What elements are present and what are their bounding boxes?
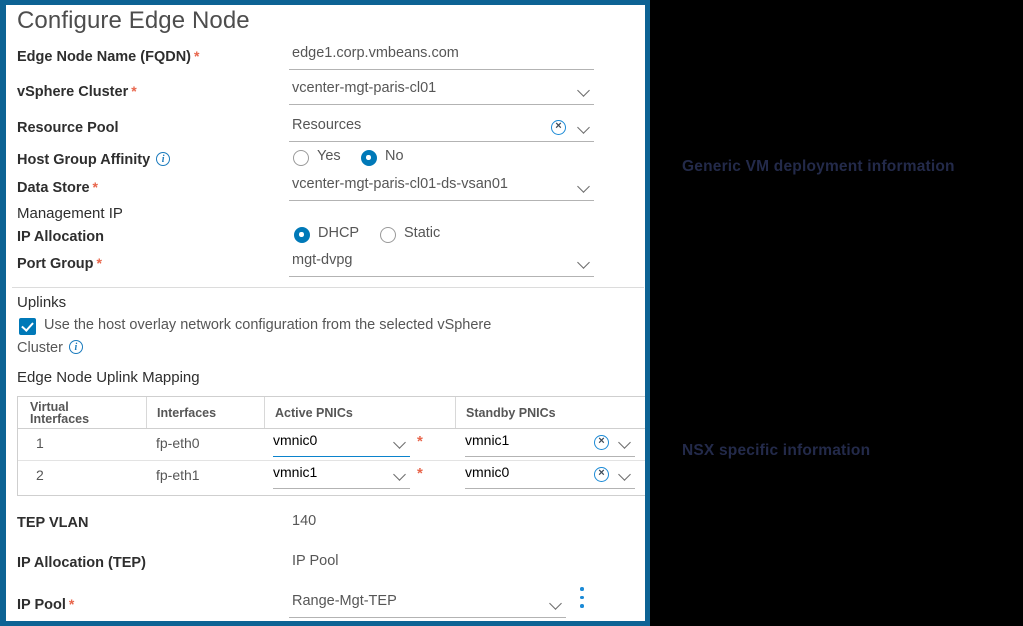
chevron-down-icon[interactable] xyxy=(579,86,590,97)
use-host-overlay-checkbox[interactable] xyxy=(19,318,36,335)
ip-pool-value: Range-Mgt-TEP xyxy=(292,593,397,609)
ip-allocation-tep-value: IP Pool xyxy=(292,553,339,569)
ip-pool-select[interactable]: Range-Mgt-TEP xyxy=(289,591,566,618)
required-asterisk: * xyxy=(131,83,137,99)
column-header-virtual-interfaces: Virtual Interfaces xyxy=(30,400,90,426)
resource-pool-value: Resources xyxy=(292,117,362,133)
table-row: 2 fp-eth1 vmnic1 * vmnic0 xyxy=(18,461,645,493)
chevron-down-icon[interactable] xyxy=(579,182,590,193)
uplink-mapping-heading: Edge Node Uplink Mapping xyxy=(17,369,200,386)
use-host-overlay-label-line1: Use the host overlay network configurati… xyxy=(44,317,492,333)
configure-edge-node-dialog: Configure Edge Node Edge Node Name (FQDN… xyxy=(0,0,650,626)
info-icon[interactable] xyxy=(156,152,171,167)
tep-vlan-value: 140 xyxy=(292,513,317,529)
ip-allocation-tep-value-field: IP Pool xyxy=(289,551,594,578)
annotation-generic-vm-deployment: Generic VM deployment information xyxy=(682,158,955,175)
edge-node-name-value: edge1.corp.vmbeans.com xyxy=(292,45,459,61)
port-group-select[interactable]: mgt-dvpg xyxy=(289,250,594,277)
resource-pool-select[interactable]: Resources xyxy=(289,115,594,142)
clear-icon[interactable] xyxy=(594,466,609,482)
label-ip-allocation-tep: IP Allocation (TEP) xyxy=(17,555,146,571)
cell-interface: fp-eth1 xyxy=(156,467,200,483)
cell-interface: fp-eth0 xyxy=(156,435,200,451)
label-ip-pool: IP Pool* xyxy=(17,596,75,613)
info-icon[interactable] xyxy=(68,340,83,355)
column-header-standby-pnics: Standby PNICs xyxy=(455,397,645,428)
cell-virtual-interface: 1 xyxy=(36,435,44,451)
vsphere-cluster-value: vcenter-mgt-paris-cl01 xyxy=(292,80,437,96)
required-asterisk: * xyxy=(417,433,423,450)
label-resource-pool: Resource Pool xyxy=(17,120,119,136)
edge-node-name-input[interactable]: edge1.corp.vmbeans.com xyxy=(289,43,594,70)
chevron-down-icon[interactable] xyxy=(579,123,590,134)
table-row: 1 fp-eth0 vmnic0 * vmnic1 xyxy=(18,429,645,461)
chevron-down-icon[interactable] xyxy=(395,470,406,481)
radio-ip-allocation-dhcp[interactable] xyxy=(294,227,310,243)
required-asterisk: * xyxy=(92,179,98,195)
cell-virtual-interface: 2 xyxy=(36,467,44,483)
radio-ip-allocation-static[interactable] xyxy=(380,227,396,243)
column-header-active-pnics: Active PNICs xyxy=(264,397,449,428)
clear-icon[interactable] xyxy=(551,119,566,135)
kebab-dot xyxy=(580,604,584,608)
standby-pnic-value-row1: vmnic1 xyxy=(465,432,510,448)
use-host-overlay-label-line2: Cluster xyxy=(17,338,83,359)
radio-label-no: No xyxy=(385,148,404,164)
table-header-row: Virtual Interfaces Interfaces Active PNI… xyxy=(18,397,645,429)
uplinks-heading: Uplinks xyxy=(17,294,67,311)
active-pnic-value-row1: vmnic0 xyxy=(273,432,318,448)
label-tep-vlan: TEP VLAN xyxy=(17,515,89,531)
kebab-dot xyxy=(580,587,584,591)
tep-vlan-value-field: 140 xyxy=(289,511,594,538)
standby-pnic-select-row1[interactable]: vmnic1 xyxy=(465,432,635,457)
standby-pnic-value-row2: vmnic0 xyxy=(465,464,510,480)
kebab-dot xyxy=(580,595,584,599)
required-asterisk: * xyxy=(68,596,75,612)
active-pnic-value-row2: vmnic1 xyxy=(273,464,318,480)
label-vsphere-cluster: vSphere Cluster* xyxy=(17,83,137,100)
vsphere-cluster-select[interactable]: vcenter-mgt-paris-cl01 xyxy=(289,78,594,105)
label-ip-allocation: IP Allocation xyxy=(17,229,105,245)
required-asterisk: * xyxy=(417,465,423,482)
column-header-interfaces: Interfaces xyxy=(146,397,226,428)
port-group-value: mgt-dvpg xyxy=(292,252,353,268)
required-asterisk: * xyxy=(194,48,200,64)
chevron-down-icon[interactable] xyxy=(620,438,631,449)
radio-label-yes: Yes xyxy=(317,148,341,164)
chevron-down-icon[interactable] xyxy=(551,599,562,610)
clear-icon[interactable] xyxy=(594,434,609,450)
radio-host-affinity-yes[interactable] xyxy=(293,150,309,166)
active-pnic-select-row2[interactable]: vmnic1 xyxy=(273,464,410,489)
chevron-down-icon[interactable] xyxy=(620,470,631,481)
label-data-store: Data Store* xyxy=(17,179,98,196)
data-store-value: vcenter-mgt-paris-cl01-ds-vsan01 xyxy=(292,176,508,192)
chevron-down-icon[interactable] xyxy=(395,438,406,449)
label-edge-node-name: Edge Node Name (FQDN)* xyxy=(17,48,200,65)
radio-label-dhcp: DHCP xyxy=(318,225,360,241)
standby-pnic-select-row2[interactable]: vmnic0 xyxy=(465,464,635,489)
active-pnic-select-row1[interactable]: vmnic0 xyxy=(273,432,410,457)
annotation-nsx-specific: NSX specific information xyxy=(682,442,871,459)
label-port-group: Port Group* xyxy=(17,255,102,272)
page-title: Configure Edge Node xyxy=(17,7,250,34)
dialog-body: Configure Edge Node Edge Node Name (FQDN… xyxy=(6,5,645,621)
label-host-group-affinity: Host Group Affinity xyxy=(17,150,171,170)
edge-node-uplink-mapping-table: Virtual Interfaces Interfaces Active PNI… xyxy=(17,396,645,496)
ip-pool-more-actions-icon[interactable] xyxy=(580,587,584,613)
radio-label-static: Static xyxy=(404,225,441,241)
radio-host-affinity-no[interactable] xyxy=(361,150,377,166)
data-store-select[interactable]: vcenter-mgt-paris-cl01-ds-vsan01 xyxy=(289,174,594,201)
label-management-ip: Management IP xyxy=(17,205,123,222)
section-divider xyxy=(12,287,644,288)
required-asterisk: * xyxy=(96,255,102,271)
chevron-down-icon[interactable] xyxy=(579,258,590,269)
